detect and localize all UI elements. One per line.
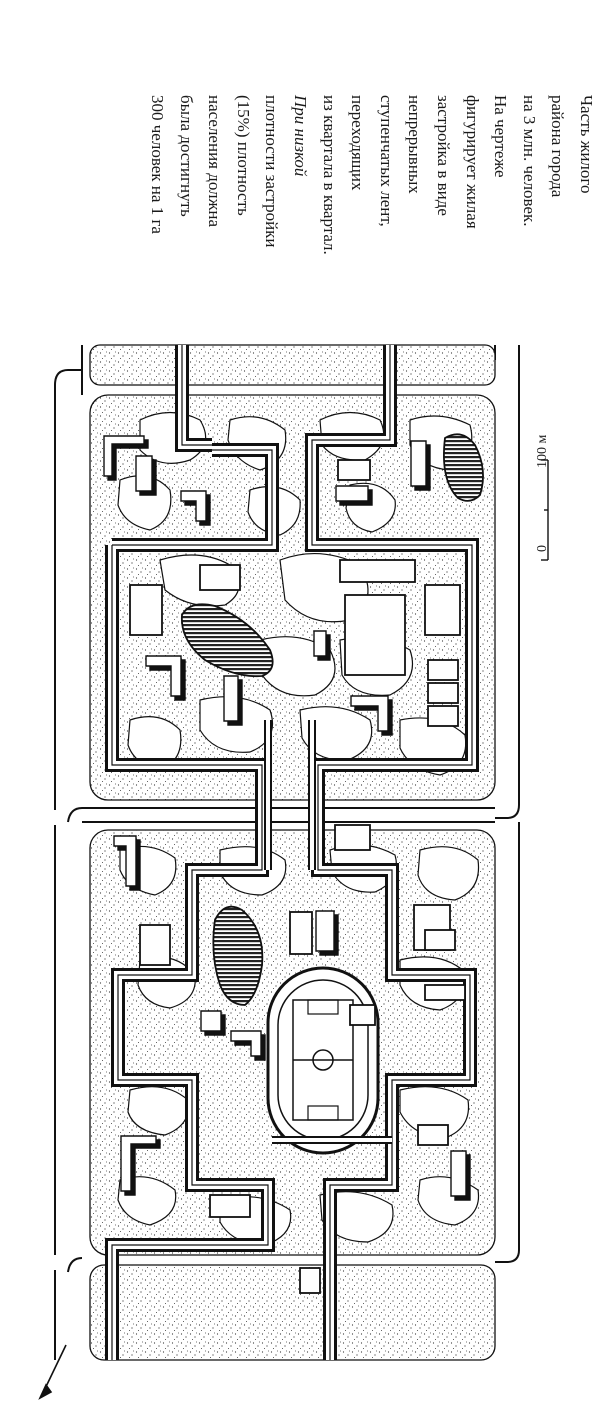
residential-blocks xyxy=(103,435,471,1201)
housing-ribbons xyxy=(105,345,479,1360)
ponds xyxy=(181,433,484,1006)
streets xyxy=(54,345,520,1360)
caption-line: переходящих xyxy=(348,95,368,191)
caption-line: При низкой xyxy=(291,95,311,177)
pond-lower-left xyxy=(212,905,264,1006)
caption-line: застройка в виде xyxy=(434,95,454,216)
plan-caption: Часть жилого района города на 3 млн. челов… xyxy=(143,95,601,415)
pond-upper-right xyxy=(443,433,484,502)
scale-end-label: 100 м xyxy=(535,435,550,469)
caption-line: была достигнуть xyxy=(176,95,196,217)
caption-line: района города xyxy=(548,95,568,198)
caption-line: (15%) плотность xyxy=(233,95,253,216)
community-buildings xyxy=(129,459,466,1294)
caption-line: непрерывных xyxy=(405,95,425,194)
caption-line: плотности застройки xyxy=(262,95,282,248)
scale-start-label: 0 xyxy=(535,545,550,552)
caption-line: ступенчатых лент, xyxy=(376,95,396,227)
caption-line: 300 человек на 1 га xyxy=(148,95,168,234)
caption-line: фигурирует жилая xyxy=(462,95,482,229)
caption-line: из квартала в квартал. xyxy=(319,95,339,255)
pond-upper-left xyxy=(181,603,274,678)
north-arrow-icon xyxy=(38,1344,67,1400)
caption-line: Часть жилого xyxy=(577,95,596,194)
caption-line: на 3 млн. человек. xyxy=(519,95,539,227)
caption-line: На чертеже xyxy=(491,95,511,178)
caption-line: населения должна xyxy=(205,95,225,228)
